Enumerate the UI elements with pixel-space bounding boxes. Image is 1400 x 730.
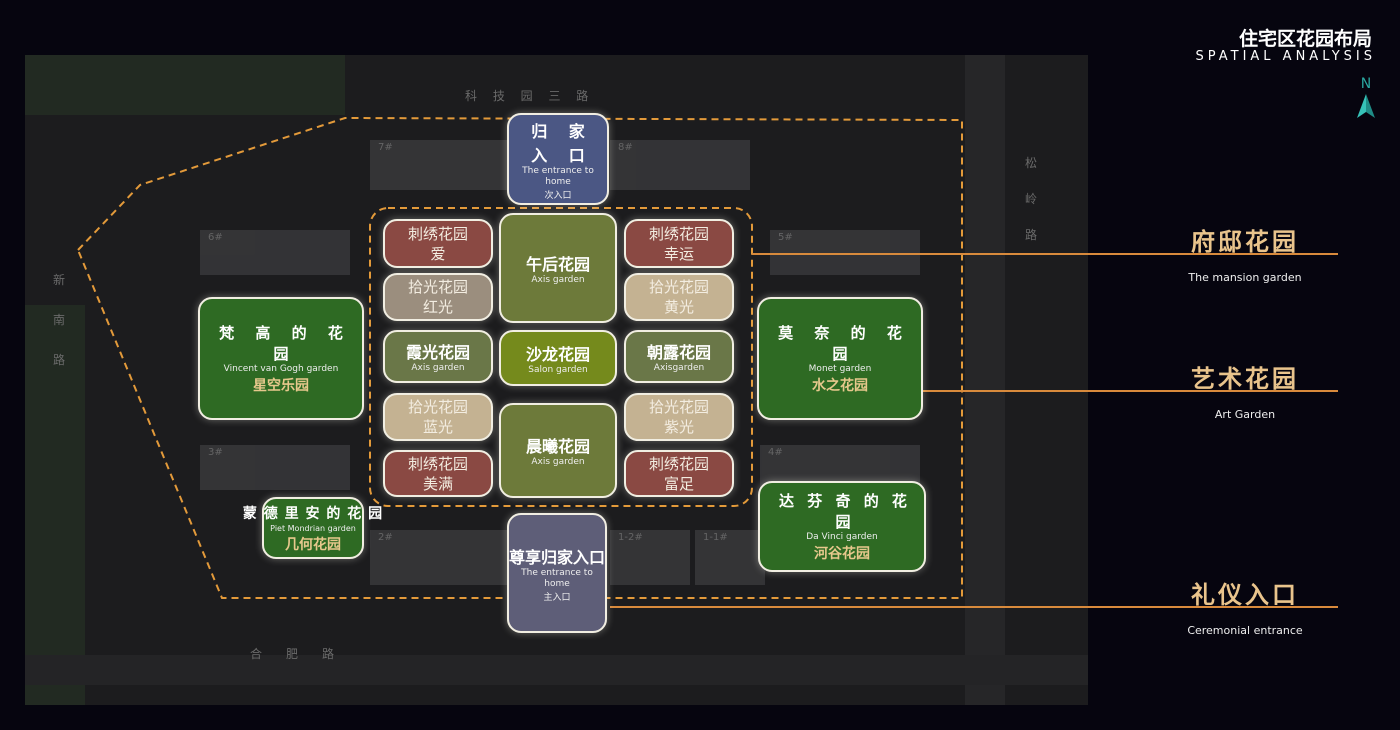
road-label-bottom: 合 肥 路: [250, 647, 335, 661]
garden-sub: 红光: [422, 298, 453, 316]
garden-embroidery-fulfilment[interactable]: 刺绣花园美满: [383, 450, 493, 497]
garden-name: 拾光花园: [407, 398, 468, 416]
garden-sub: 蓝光: [422, 418, 453, 436]
garden-en: Vincent van Gogh garden: [223, 364, 339, 374]
leader-line-mansion: [752, 253, 1338, 255]
garden-sub: Axis garden: [531, 274, 585, 285]
building-5: 5#: [770, 230, 920, 275]
garden-name: 拾光花园: [407, 278, 468, 296]
garden-sub: 幸运: [663, 244, 694, 263]
road-label-top: 科 技 园 三 路: [465, 89, 595, 103]
garden-sub: 富足: [663, 474, 694, 493]
building-1-2: 1-2#: [610, 530, 690, 585]
building-8: 8#: [610, 140, 750, 190]
entrance-main-cn: 主入口: [543, 592, 571, 603]
entrance-top-cn: 次入口: [544, 190, 572, 201]
garden-sub: Salon garden: [528, 364, 588, 375]
garden-name: 刺绣花园: [407, 224, 468, 243]
site-boundary-dashed: [76, 116, 963, 599]
garden-da-vinci[interactable]: 达 芬 奇 的 花 园 Da Vinci garden 河谷花园: [758, 481, 926, 572]
garden-name: 拾光花园: [648, 398, 709, 416]
road-label-left: 新南路: [53, 273, 66, 367]
garden-sub: Axis garden: [411, 363, 465, 373]
garden-title: 达 芬 奇 的 花 园: [779, 492, 911, 531]
road-label-right: 松岭路: [1025, 156, 1038, 242]
garden-en: Monet garden: [808, 364, 872, 374]
garden-en: Piet Mondrian garden: [270, 523, 356, 533]
garden-en: Da Vinci garden: [806, 532, 878, 542]
garden-name: 刺绣花园: [648, 454, 709, 473]
garden-name: 刺绣花园: [407, 454, 468, 473]
garden-shiguang-yellow[interactable]: 拾光花园黄光: [624, 273, 734, 321]
leader-line-art: [922, 390, 1338, 392]
building-6: 6#: [200, 230, 350, 275]
garden-name: 水之花园: [812, 378, 868, 394]
garden-shiguang-blue[interactable]: 拾光花园蓝光: [383, 393, 493, 441]
garden-sub: 黄光: [663, 298, 694, 316]
entrance-top-en: The entrance to home: [522, 165, 594, 187]
legend-title: 礼仪入口: [1191, 581, 1299, 609]
garden-name: 午后花园: [525, 254, 590, 274]
garden-monet[interactable]: 莫 奈 的 花 园 Monet garden 水之花园: [757, 297, 923, 420]
entrance-main[interactable]: 尊享归家入口 The entrance to home 主入口: [507, 513, 607, 633]
garden-name: 晨曦花园: [525, 437, 590, 456]
legend-title: 艺术花园: [1191, 365, 1299, 393]
north-indicator: N: [1356, 76, 1376, 124]
legend-sub: Ceremonial entrance: [1187, 624, 1303, 637]
legend-title: 府邸花园: [1191, 228, 1299, 256]
building-1-1: 1-1#: [695, 530, 765, 585]
legend-sub: Art Garden: [1214, 408, 1276, 421]
garden-name: 河谷花园: [814, 546, 870, 562]
garden-name: 沙龙花园: [525, 344, 590, 364]
north-label: N: [1360, 76, 1372, 92]
garden-name: 朝露花园: [646, 343, 711, 362]
garden-sub: 爱: [430, 244, 446, 263]
garden-name: 星空乐园: [253, 378, 309, 394]
entrance-top[interactable]: 归 家 入 口 The entrance to home 次入口: [507, 113, 609, 205]
garden-name: 霞光花园: [405, 343, 470, 362]
garden-title: 莫 奈 的 花 园: [778, 324, 910, 363]
legend-ceremonial-entrance: 礼仪入口 Ceremonial entrance: [1140, 575, 1350, 637]
building-2: 2#: [370, 530, 510, 585]
leader-line-entrance: [610, 606, 1338, 608]
building-3: 3#: [200, 445, 350, 490]
entrance-top-title: 归 家 入 口: [531, 121, 593, 165]
garden-title: 蒙 德 里 安 的 花 园: [242, 505, 384, 522]
garden-shiguang-purple[interactable]: 拾光花园紫光: [624, 393, 734, 441]
legend-mansion-garden: 府邸花园 The mansion garden: [1140, 222, 1350, 284]
garden-van-gogh[interactable]: 梵 高 的 花 园 Vincent van Gogh garden 星空乐园: [198, 297, 364, 420]
garden-name: 拾光花园: [648, 278, 709, 296]
garden-shiguang-red[interactable]: 拾光花园红光: [383, 273, 493, 321]
garden-sub: Axisgarden: [653, 363, 705, 373]
garden-sub: 紫光: [663, 418, 694, 436]
legend-sub: The mansion garden: [1188, 271, 1302, 284]
garden-name: 几何花园: [285, 536, 341, 553]
page-subtitle: SPATIAL ANALYSIS: [1195, 49, 1376, 64]
garden-title: 梵 高 的 花 园: [219, 324, 351, 363]
garden-sub: Axis garden: [531, 457, 585, 467]
garden-embroidery-wealth[interactable]: 刺绣花园富足: [624, 450, 734, 497]
legend-art-garden: 艺术花园 Art Garden: [1140, 359, 1350, 421]
entrance-main-en: The entrance to home: [521, 567, 593, 589]
page-title: 住宅区花园布局: [1238, 28, 1372, 50]
garden-sub: 美满: [422, 474, 453, 493]
mansion-garden-boundary: [369, 207, 753, 507]
entrance-main-title: 尊享归家入口: [509, 547, 606, 567]
garden-mondrian[interactable]: 蒙 德 里 安 的 花 园 Piet Mondrian garden 几何花园: [243, 497, 382, 559]
garden-name: 刺绣花园: [648, 224, 709, 243]
garden-embroidery-love[interactable]: 刺绣花园爱: [383, 219, 493, 268]
building-7: 7#: [370, 140, 510, 190]
garden-embroidery-luck[interactable]: 刺绣花园幸运: [624, 219, 734, 268]
north-arrow-icon: [1357, 94, 1375, 118]
